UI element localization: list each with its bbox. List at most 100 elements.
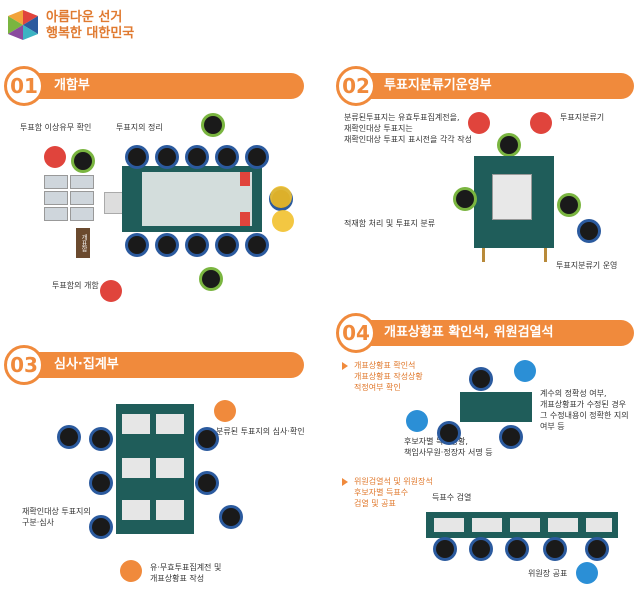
- t3-person-7: [60, 428, 78, 446]
- t1-person-8: [188, 236, 206, 254]
- eye-icon: [214, 400, 236, 422]
- section-3-title: 심사·집계부: [54, 357, 119, 372]
- section-3-number: 03: [4, 345, 44, 385]
- label-operate: 투표지분류기 운영: [556, 261, 618, 270]
- label-b1-3: 적정여부 확인: [354, 383, 401, 392]
- label-calc4: 여부 등: [540, 422, 565, 431]
- t1-person-2: [158, 148, 176, 166]
- section-1-number: 01: [4, 66, 44, 106]
- s2-person-top: [500, 136, 518, 154]
- label-calc1: 계수의 정확성 여부,: [540, 389, 607, 398]
- t3-person-1: [92, 430, 110, 448]
- person-bottom: [202, 270, 220, 288]
- label-inspect: 투표함 이상유무 확인: [20, 123, 92, 132]
- s2-person-op: [580, 222, 598, 240]
- logo: 아름다운 선거 행복한 대한민국: [4, 6, 164, 46]
- label-b2-1: 위원검열석 및 위원장석: [354, 477, 433, 486]
- megaphone-icon: [576, 562, 598, 584]
- label-count: 득표수 검열: [432, 493, 472, 502]
- label-b1-1: 개표상황표 확인석: [354, 361, 416, 370]
- label-calc3: 그 수정내용이 정확한 지의: [540, 411, 629, 420]
- t4a-person-2: [502, 428, 520, 446]
- t4a-person-3: [440, 424, 458, 442]
- classifier-machine: [492, 174, 532, 220]
- section-2-banner: 투표지분류기운영부: [352, 73, 634, 99]
- t3-person-2: [92, 474, 110, 492]
- logo-text-line1: 아름다운 선거: [46, 10, 123, 25]
- t1-person-4: [218, 148, 236, 166]
- ballot-boxes: [44, 175, 98, 223]
- sign-doc-icon: [406, 410, 428, 432]
- t3-person-6: [222, 508, 240, 526]
- label-recheck1: 재확인대상 투표지의: [22, 507, 91, 516]
- person-top-right: [204, 116, 222, 134]
- t4b-person-4: [546, 540, 564, 558]
- label-organize: 투표지의 정리: [116, 123, 163, 132]
- label-open: 투표함의 개함: [52, 281, 99, 290]
- table-2: [474, 156, 554, 248]
- t1-person-6: [128, 236, 146, 254]
- tally-doc-icon: [120, 560, 142, 582]
- label-b2-3: 검열 및 공표: [354, 499, 396, 508]
- table-2-leg-1: [482, 248, 485, 262]
- table-1-marker-2: [240, 212, 250, 226]
- table-1-marker-1: [240, 172, 250, 186]
- classifier-icon: [530, 112, 552, 134]
- doc-icon-1: [468, 112, 490, 134]
- t1-person-5: [248, 148, 266, 166]
- section-1-banner: 개함부: [22, 73, 304, 99]
- label-calc2: 개표상황표가 수정된 경우: [540, 400, 627, 409]
- section-3-banner: 심사·집계부: [22, 352, 304, 378]
- bullet-1-icon: [342, 362, 348, 370]
- label-note1: 분류된투표지는 유효투표집계전을,: [344, 113, 460, 122]
- s2-person-left: [456, 190, 474, 208]
- t4b-person-1: [436, 540, 454, 558]
- t4b-person-3: [508, 540, 526, 558]
- box-icon-yellow-2: [272, 210, 294, 232]
- section-2-number: 02: [336, 66, 376, 106]
- t4b-person-5: [588, 540, 606, 558]
- table-3: [116, 404, 194, 534]
- label-spoil: 적재함 처리 및 투표지 분류: [344, 219, 436, 228]
- table-2-leg-2: [544, 248, 547, 262]
- document-icon-red: [100, 280, 122, 302]
- label-announce: 위원장 공표: [528, 569, 568, 578]
- table-4a: [460, 392, 532, 422]
- vertical-tag: 개표함: [76, 228, 90, 258]
- logo-text-line2: 행복한 대한민국: [46, 26, 135, 41]
- t1-person-9: [218, 236, 236, 254]
- section-1-title: 개함부: [54, 78, 90, 93]
- label-recheck2: 구분·심사: [22, 518, 54, 527]
- logo-mark-icon: [8, 10, 38, 40]
- t1-person-1: [128, 148, 146, 166]
- t3-person-3: [92, 518, 110, 536]
- search-doc-icon: [514, 360, 536, 382]
- label-classifier: 투표지분류기: [560, 113, 605, 122]
- t4b-person-2: [472, 540, 490, 558]
- label-tally1: 유·무효투표집계전 및: [150, 563, 222, 572]
- label-b2-2: 후보자별 득표수: [354, 488, 409, 497]
- box-icon-yellow: [270, 186, 292, 208]
- s2-person-right: [560, 196, 578, 214]
- section-4-number: 04: [336, 313, 376, 353]
- label-check: 분류된 투표지의 심사·확인: [216, 427, 305, 436]
- person-inspector: [74, 152, 92, 170]
- section-2-title: 투표지분류기운영부: [384, 78, 492, 93]
- table-1: [122, 166, 262, 232]
- label-b1-2: 개표상황표 작성상황: [354, 372, 423, 381]
- label-note2: 재확인대상 투표지는: [344, 124, 413, 133]
- t1-person-7: [158, 236, 176, 254]
- t1-person-3: [188, 148, 206, 166]
- label-sign1: 후보자별 득표상황,: [404, 437, 468, 446]
- label-note3: 재확인대상 투표지 표시전을 각각 작성: [344, 135, 472, 144]
- t4a-person-1: [472, 370, 490, 388]
- label-sign2: 책임사무원·정장자 서명 등: [404, 448, 493, 457]
- bullet-2-icon: [342, 478, 348, 486]
- label-tally2: 개표상황표 작성: [150, 574, 205, 583]
- magnifier-icon: [44, 146, 66, 168]
- t1-person-10: [248, 236, 266, 254]
- table-4b: [426, 512, 618, 538]
- t3-person-4: [198, 430, 216, 448]
- t3-person-5: [198, 474, 216, 492]
- section-4-banner: 개표상황표 확인석, 위원검열석: [352, 320, 634, 346]
